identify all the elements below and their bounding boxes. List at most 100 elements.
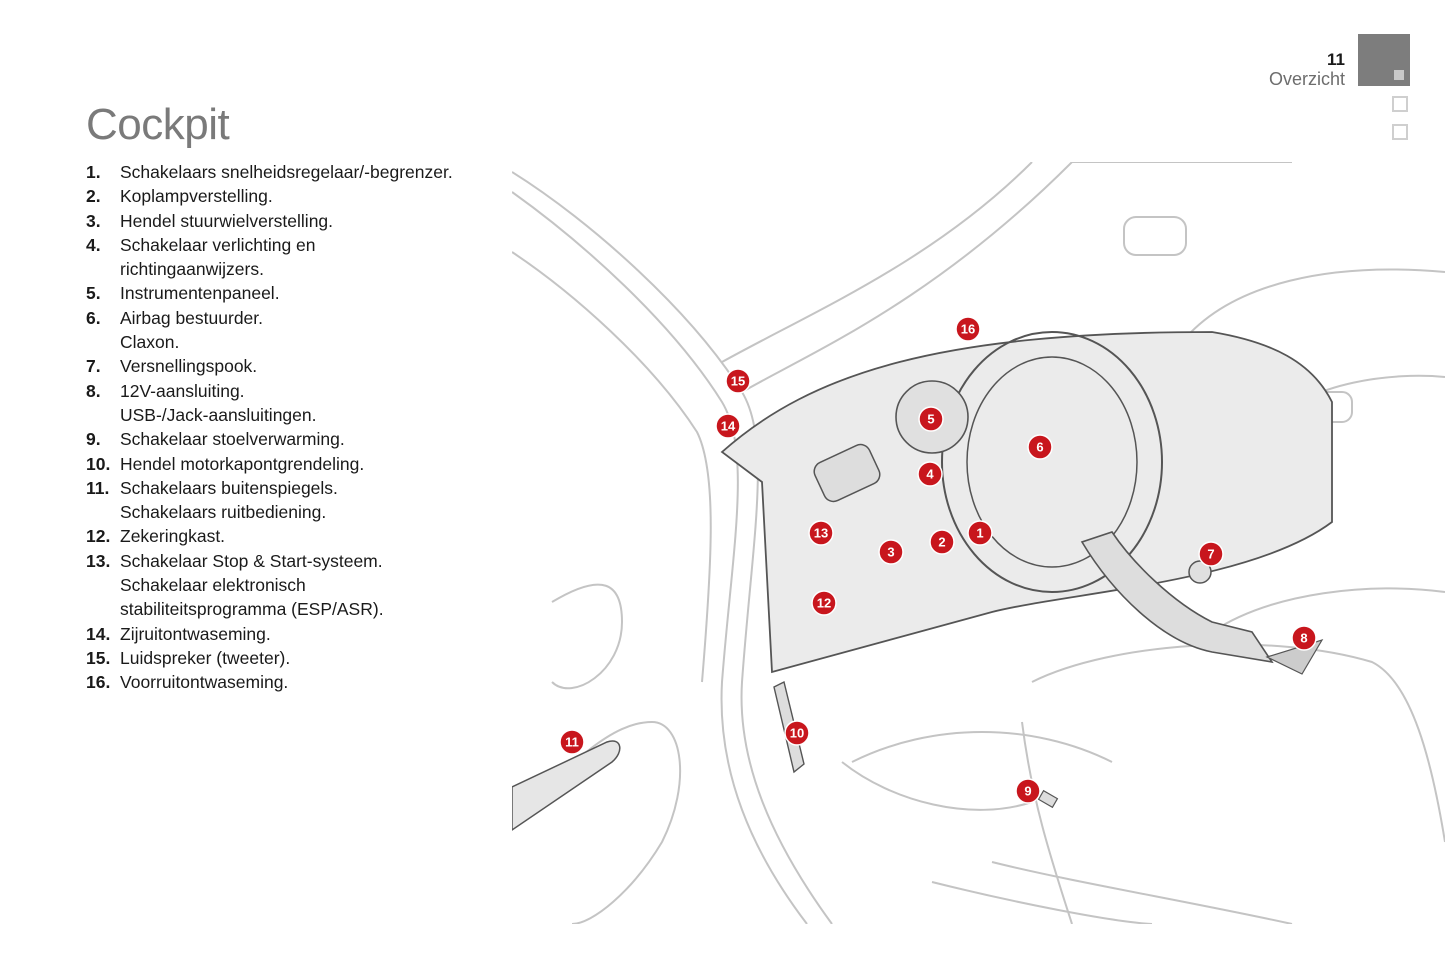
callout-circle bbox=[1198, 541, 1224, 567]
legend-item: 15. Luidspreker (tweeter). bbox=[86, 646, 506, 670]
door-switch-panel bbox=[512, 740, 621, 831]
callout-marker-9: 9 bbox=[1015, 778, 1041, 804]
legend-number: 6. bbox=[86, 307, 101, 328]
legend-line: stabiliteitsprogramma (ESP/ASR). bbox=[120, 599, 384, 620]
legend-number: 9. bbox=[86, 429, 101, 450]
legend-line: Schakelaar Stop & Start-systeem. bbox=[120, 550, 383, 571]
line-art bbox=[512, 162, 1445, 924]
legend-line: Schakelaars snelheidsregelaar/-begrenzer… bbox=[120, 162, 453, 182]
callout-label: 2 bbox=[938, 535, 945, 550]
callout-marker-7: 7 bbox=[1198, 541, 1224, 567]
legend-number: 12. bbox=[86, 526, 111, 547]
legend-line: Schakelaars buitenspiegels. bbox=[120, 477, 338, 498]
legend-item: 10.Hendel motorkapontgrendeling. bbox=[86, 452, 506, 476]
legend-text: Versnellingspook. bbox=[120, 354, 506, 378]
legend-line: Koplampverstelling. bbox=[120, 186, 273, 207]
legend-item: 7. Versnellingspook. bbox=[86, 354, 506, 378]
legend-line: richtingaanwijzers. bbox=[120, 259, 264, 280]
legend-line: Instrumentenpaneel. bbox=[120, 283, 280, 304]
callout-circle bbox=[725, 368, 751, 394]
callout-marker-6: 6 bbox=[1027, 434, 1053, 460]
center-console bbox=[1080, 531, 1274, 664]
callout-label: 11 bbox=[565, 735, 579, 750]
legend-item: 5. Instrumentenpaneel. bbox=[86, 281, 506, 305]
callout-marker-15: 15 bbox=[725, 368, 751, 394]
legend-number: 11. bbox=[86, 477, 110, 498]
callout-label: 7 bbox=[1207, 547, 1214, 562]
legend-number: 1. bbox=[86, 162, 101, 182]
legend-text: Airbag bestuurder.Claxon. bbox=[120, 306, 506, 355]
callout-marker-8: 8 bbox=[1291, 625, 1317, 651]
callout-circle bbox=[967, 520, 993, 546]
legend-line: 12V-aansluiting. bbox=[120, 380, 245, 401]
callout-label: 8 bbox=[1300, 631, 1307, 646]
callout-marker-1: 1 bbox=[967, 520, 993, 546]
legend-line: Zijruitontwaseming. bbox=[120, 623, 271, 644]
callout-circle bbox=[918, 406, 944, 432]
legend-text: Schakelaars snelheidsregelaar/-begrenzer… bbox=[120, 160, 506, 184]
legend-number: 15. bbox=[86, 647, 111, 668]
air-vent bbox=[813, 443, 881, 503]
callout-circle bbox=[784, 720, 810, 746]
callout-label: 4 bbox=[926, 467, 934, 482]
legend-number: 16. bbox=[86, 672, 111, 693]
legend-number: 8. bbox=[86, 380, 101, 401]
legend-item: 12.Zekeringkast. bbox=[86, 524, 506, 548]
legend-text: Schakelaar stoelverwarming. bbox=[120, 427, 506, 451]
legend-item: 8. 12V-aansluiting. USB-/Jack-aansluitinge… bbox=[86, 379, 506, 428]
legend-line: Versnellingspook. bbox=[120, 356, 258, 377]
callout-circle bbox=[1027, 434, 1053, 460]
callout-marker-11: 11 bbox=[559, 729, 585, 755]
legend-text: Hendel motorkapontgrendeling. bbox=[120, 452, 506, 476]
section-label: Overzicht bbox=[1268, 69, 1345, 89]
callout-label: 13 bbox=[814, 526, 828, 541]
section-tab bbox=[1392, 124, 1408, 140]
callout-marker-4: 4 bbox=[917, 461, 943, 487]
callout-marker-16: 16 bbox=[955, 316, 981, 342]
legend-number: 5. bbox=[86, 283, 101, 304]
legend-item: 3. Hendel stuurwielverstelling. bbox=[86, 209, 506, 233]
callout-label: 5 bbox=[927, 412, 934, 427]
callout-circle bbox=[715, 413, 741, 439]
section-tab bbox=[1392, 96, 1408, 112]
callout-marker-10: 10 bbox=[784, 720, 810, 746]
legend-text: Zijruitontwaseming. bbox=[120, 622, 506, 646]
legend-text: Luidspreker (tweeter). bbox=[120, 646, 506, 670]
legend-list: 1. Schakelaars snelheidsregelaar/-begrenz… bbox=[86, 160, 506, 695]
seat-heating-switch bbox=[1037, 789, 1059, 809]
section-tab-active bbox=[1358, 34, 1410, 86]
callout-marker-5: 5 bbox=[918, 406, 944, 432]
legend-text: Koplampverstelling. bbox=[120, 184, 506, 208]
callout-marker-14: 14 bbox=[715, 413, 741, 439]
callout-label: 9 bbox=[1024, 784, 1031, 799]
dashboard bbox=[720, 331, 1333, 674]
callout-marker-2: 2 bbox=[929, 529, 955, 555]
legend-number: 14. bbox=[86, 623, 111, 644]
callout-circle bbox=[1291, 625, 1317, 651]
legend-line: Claxon. bbox=[120, 332, 180, 353]
legend-number: 3. bbox=[86, 210, 101, 231]
callout-label: 1 bbox=[976, 526, 983, 541]
legend-item: 6. Airbag bestuurder.Claxon. bbox=[86, 306, 506, 355]
legend-item: 11. Schakelaars buitenspiegels.Schakelaar… bbox=[86, 476, 506, 525]
callout-circle bbox=[1015, 778, 1041, 804]
legend-number: 7. bbox=[86, 356, 101, 377]
legend-item: 13.Schakelaar Stop & Start-systeem.Schak… bbox=[86, 549, 506, 622]
legend-text: Schakelaar Stop & Start-systeem. Schakela… bbox=[120, 549, 506, 622]
callout-marker-12: 12 bbox=[811, 590, 837, 616]
steering-wheel-inner bbox=[966, 356, 1138, 568]
callout-circle bbox=[808, 520, 834, 546]
callout-label: 15 bbox=[731, 374, 745, 389]
legend-line: Hendel stuurwielverstelling. bbox=[120, 210, 334, 231]
legend-text: Hendel stuurwielverstelling. bbox=[120, 209, 506, 233]
callout-circle bbox=[917, 461, 943, 487]
callout-label: 3 bbox=[887, 545, 894, 560]
legend-text: Voorruitontwaseming. bbox=[120, 670, 506, 694]
legend-text: Schakelaars buitenspiegels.Schakelaars r… bbox=[120, 476, 506, 525]
legend-line: Schakelaar elektronisch bbox=[120, 575, 306, 596]
legend-line: USB-/Jack-aansluitingen. bbox=[120, 404, 317, 425]
callout-label: 6 bbox=[1036, 440, 1043, 455]
legend-item: 16. Voorruitontwaseming. bbox=[86, 670, 506, 694]
